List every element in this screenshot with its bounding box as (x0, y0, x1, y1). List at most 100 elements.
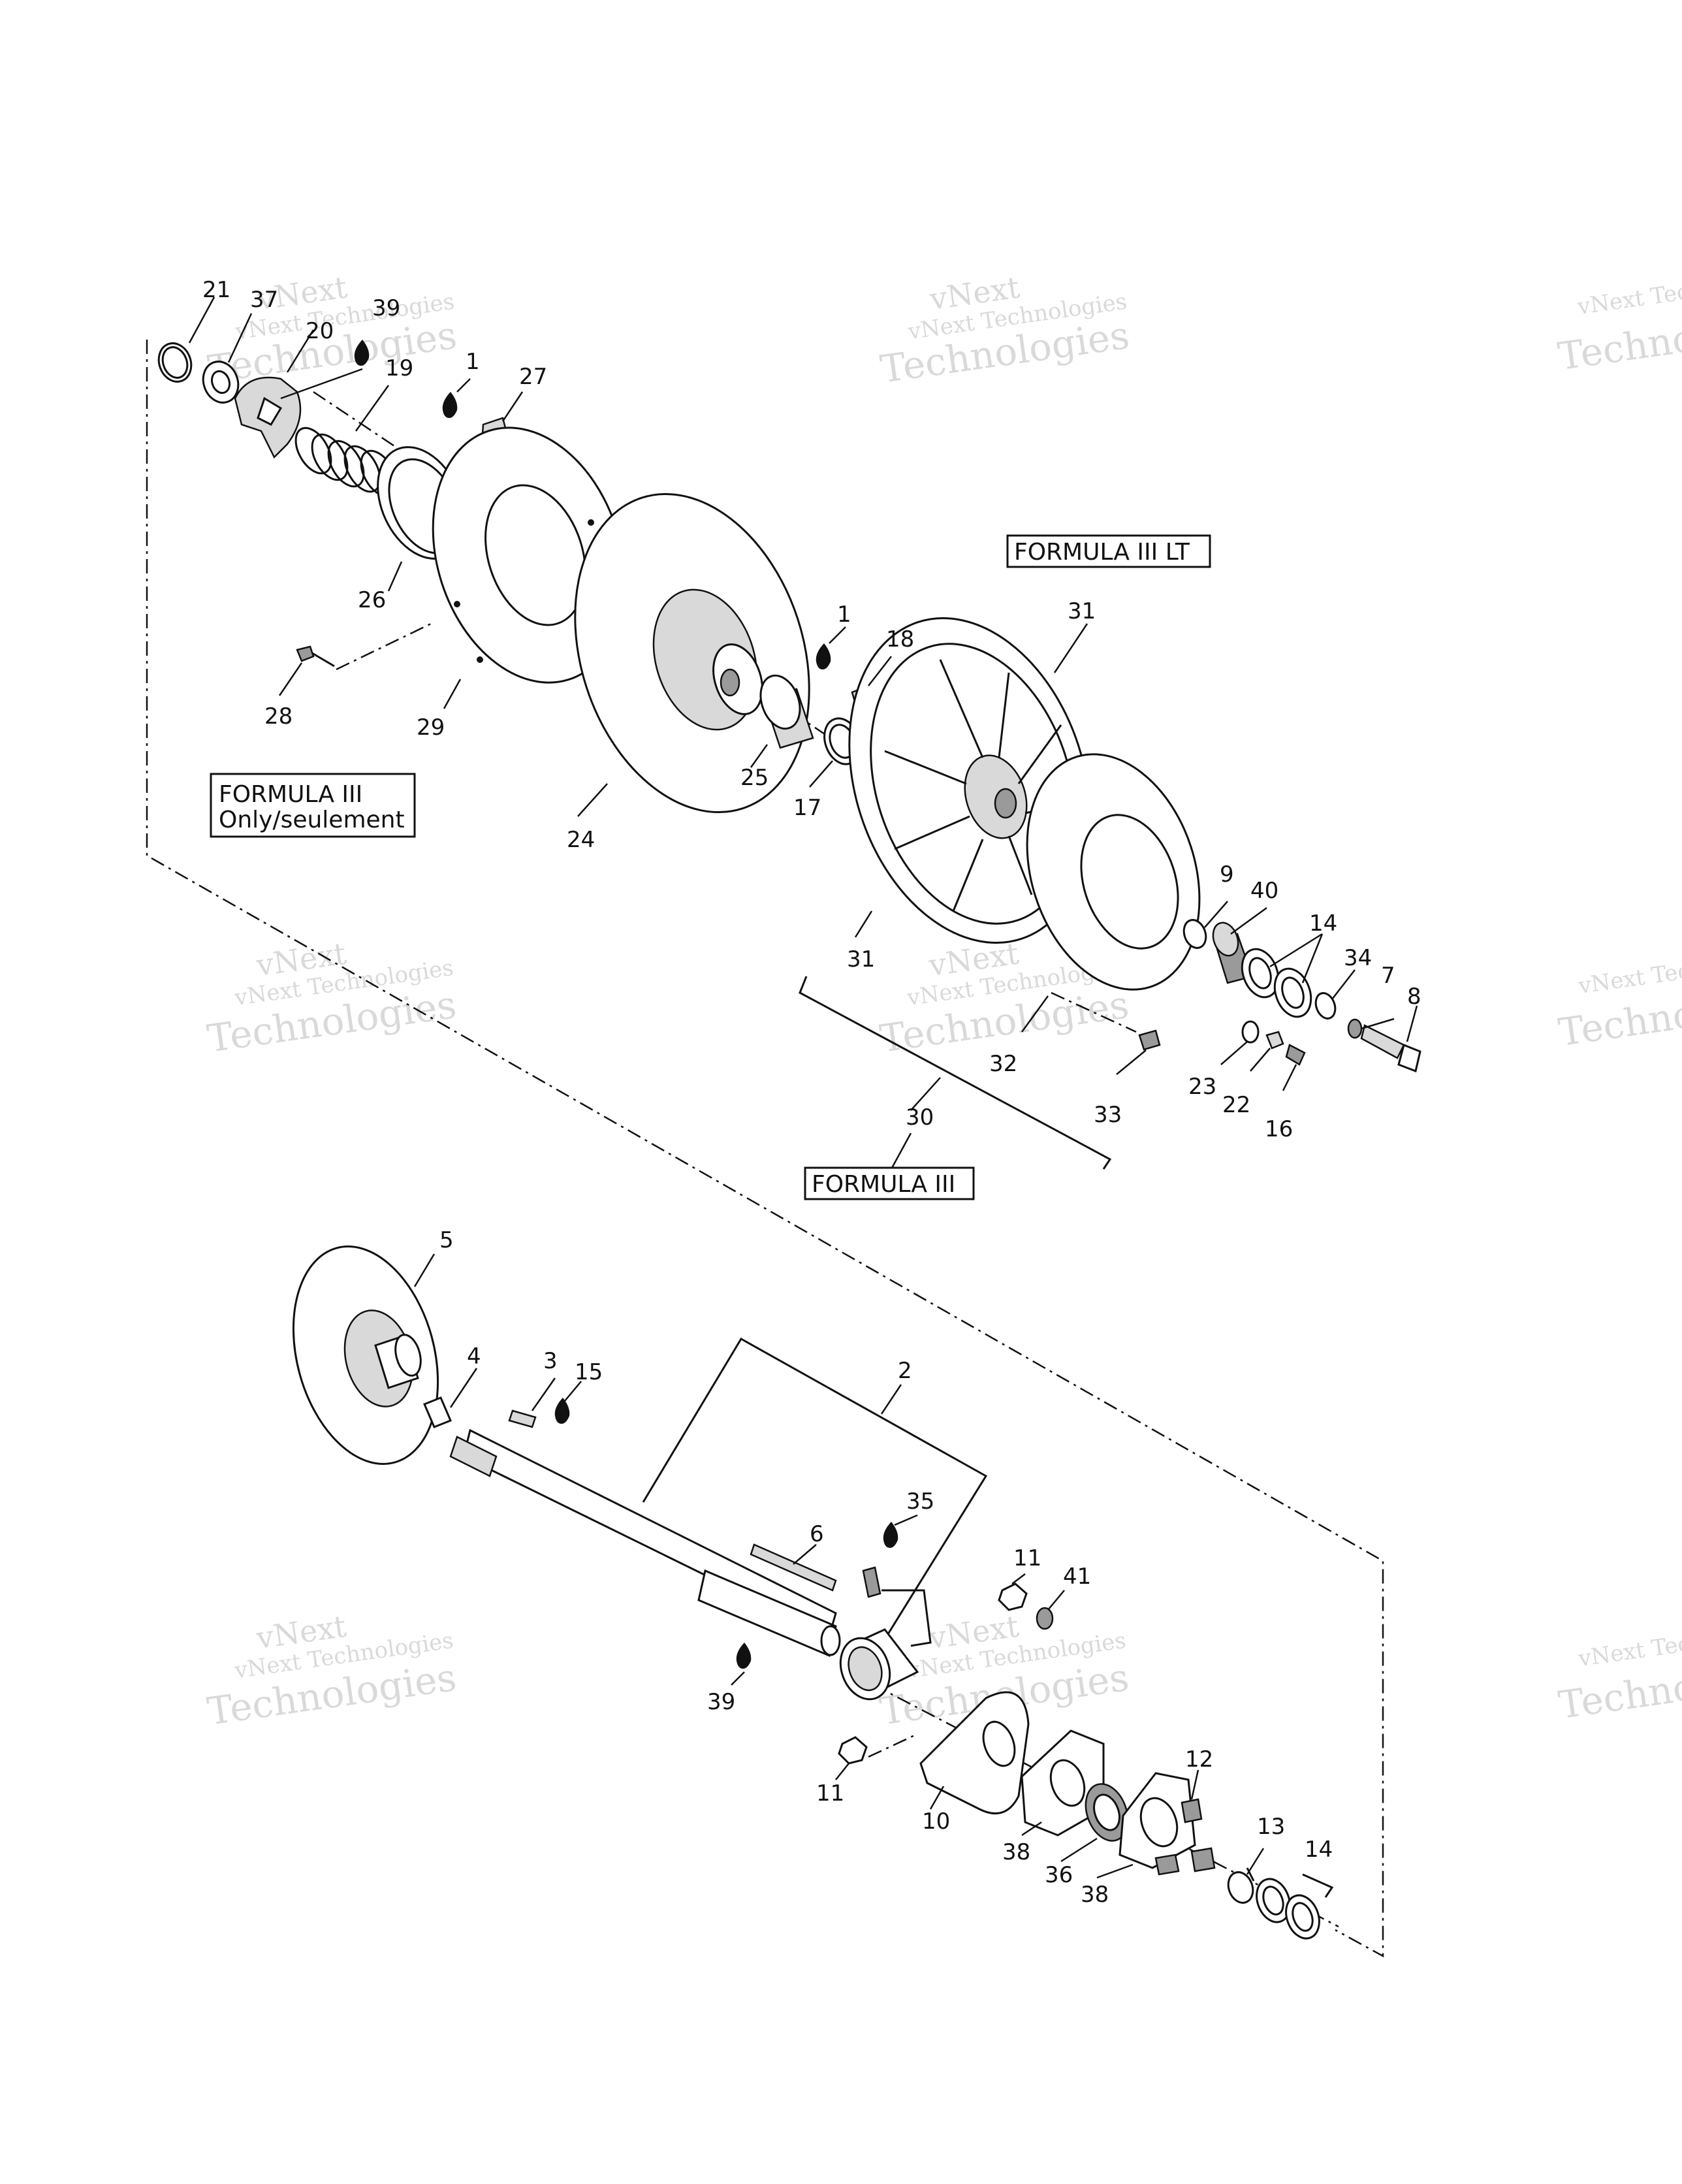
watermark-top-right: vNext Tec Technolo (1555, 279, 1682, 379)
svg-text:vNext Tec: vNext Tec (1576, 958, 1682, 1000)
part-14-bearing-bottom (1256, 1878, 1320, 1940)
part-3-key (508, 1409, 537, 1428)
callout-23: 23 (1188, 1074, 1216, 1100)
part-16-stud (1285, 1044, 1306, 1066)
callout-10: 10 (922, 1808, 950, 1835)
callout-31-bottom: 31 (847, 946, 875, 972)
box-formula-iii-only-line1: FORMULA III (219, 781, 362, 808)
callout-34: 34 (1344, 945, 1372, 971)
part-23-washer (1241, 1020, 1260, 1044)
part-7-lock-washer (1347, 1018, 1363, 1039)
callout-16: 16 (1265, 1116, 1293, 1142)
part-25-bushing (759, 674, 814, 749)
part-21-circlip (157, 342, 193, 383)
watermark-top-center: vNext vNext Technologies Technologies (878, 269, 1132, 391)
svg-text:vNext Tec: vNext Tec (1576, 279, 1682, 321)
callout-29: 29 (417, 715, 445, 741)
callout-30: 30 (906, 1104, 934, 1131)
part-22-nut (1265, 1031, 1284, 1050)
callout-24: 24 (567, 827, 595, 853)
svg-text:Technolo: Technolo (1555, 311, 1682, 379)
watermark-middle-left: vNext vNext Technologies Technologies (204, 935, 459, 1061)
callout-11-upper: 11 (1013, 1545, 1041, 1571)
callout-14-bottom: 14 (1305, 1837, 1333, 1863)
grease-drop-icon-35 (883, 1522, 898, 1548)
leader-lines (188, 297, 1418, 1879)
part-28-screw (296, 622, 432, 671)
callout-7: 7 (1381, 963, 1395, 989)
bearing-bracket-14 (1246, 1867, 1334, 1898)
box-formula-iii-only: FORMULA III Only/seulement (210, 773, 416, 838)
callout-39-bottom: 39 (707, 1689, 735, 1715)
watermark-bottom-left: vNext vNext Technologies Technologies (204, 1608, 459, 1733)
part-6-key (750, 1543, 837, 1592)
callout-20: 20 (306, 318, 334, 344)
formula-iii-bracket (799, 976, 1112, 1170)
svg-text:Technolo: Technolo (1556, 987, 1682, 1055)
box-formula-iii-only-line2: Only/seulement (219, 807, 405, 833)
callout-9: 9 (1220, 861, 1234, 888)
callout-8: 8 (1407, 984, 1421, 1010)
shaft-bracket (642, 1337, 988, 1640)
part-8-bolt (1360, 1024, 1421, 1073)
part-36-bearing (1085, 1783, 1129, 1842)
callout-28: 28 (264, 703, 293, 730)
callout-27: 27 (519, 364, 547, 390)
callout-22: 22 (1222, 1092, 1250, 1118)
callout-40: 40 (1250, 878, 1278, 904)
callout-25: 25 (740, 765, 769, 791)
callout-35: 35 (906, 1488, 934, 1515)
callout-5: 5 (439, 1227, 454, 1253)
grease-drop-icon-39a (354, 340, 370, 366)
part-38-flange-right (1119, 1772, 1196, 1869)
callout-37: 37 (250, 287, 278, 313)
box-formula-iii-lt-text: FORMULA III LT (1014, 539, 1190, 566)
callout-41: 41 (1063, 1564, 1091, 1590)
callout-1-mid: 1 (837, 602, 851, 628)
callout-15: 15 (575, 1359, 603, 1385)
callout-14-top: 14 (1309, 910, 1337, 937)
callout-32: 32 (989, 1051, 1017, 1077)
part-11-nut-upper (998, 1582, 1028, 1611)
part-33-screw (1051, 991, 1161, 1051)
part-11-nut-lower (838, 1733, 918, 1765)
callout-38-right: 38 (1081, 1882, 1109, 1908)
part-4-cone (423, 1396, 452, 1428)
callout-11-lower: 11 (816, 1780, 844, 1807)
callout-12: 12 (1185, 1746, 1213, 1773)
part-2-shaft (449, 1428, 841, 1658)
part-35-set-screw (862, 1566, 881, 1598)
part-collar (839, 1628, 919, 1701)
box-formula-iii-lt: FORMULA III LT (1006, 534, 1211, 568)
part-10-flange-plate (919, 1691, 1030, 1815)
grease-drop-icon-39b (736, 1643, 752, 1669)
set-screw-bracket (881, 1589, 932, 1647)
callout-labels: 21 37 20 39 19 1 27 26 28 29 24 25 17 1 … (202, 277, 1421, 1908)
callout-17: 17 (793, 795, 821, 821)
part-37-washer (202, 361, 240, 404)
callout-1-top: 1 (466, 349, 480, 375)
part-34-washer (1314, 992, 1337, 1020)
svg-text:vNext Tec: vNext Tec (1576, 1631, 1682, 1673)
callout-6: 6 (810, 1521, 824, 1547)
callout-33: 33 (1094, 1102, 1122, 1128)
callout-31-top: 31 (1068, 598, 1096, 624)
callout-21: 21 (202, 277, 230, 303)
part-32-cover-plate (1026, 753, 1201, 991)
grease-drop-icon-1b (816, 643, 831, 669)
part-20-cam (234, 376, 302, 459)
callout-2: 2 (898, 1358, 912, 1384)
part-12-bolts (1154, 1798, 1216, 1876)
callout-13: 13 (1257, 1814, 1285, 1840)
watermark-bottom-right: vNext Tec Technolo (1556, 1631, 1682, 1727)
callout-3: 3 (543, 1348, 558, 1374)
box-formula-iii: FORMULA III (804, 1166, 975, 1200)
part-9-washer (1182, 919, 1207, 949)
callout-18: 18 (886, 626, 914, 652)
watermark-middle-right: vNext Tec Technolo (1556, 958, 1682, 1055)
callout-4: 4 (467, 1343, 481, 1370)
part-41-washer (1036, 1607, 1054, 1630)
callout-39-top: 39 (372, 295, 400, 321)
box-formula-iii-text: FORMULA III (812, 1171, 955, 1198)
